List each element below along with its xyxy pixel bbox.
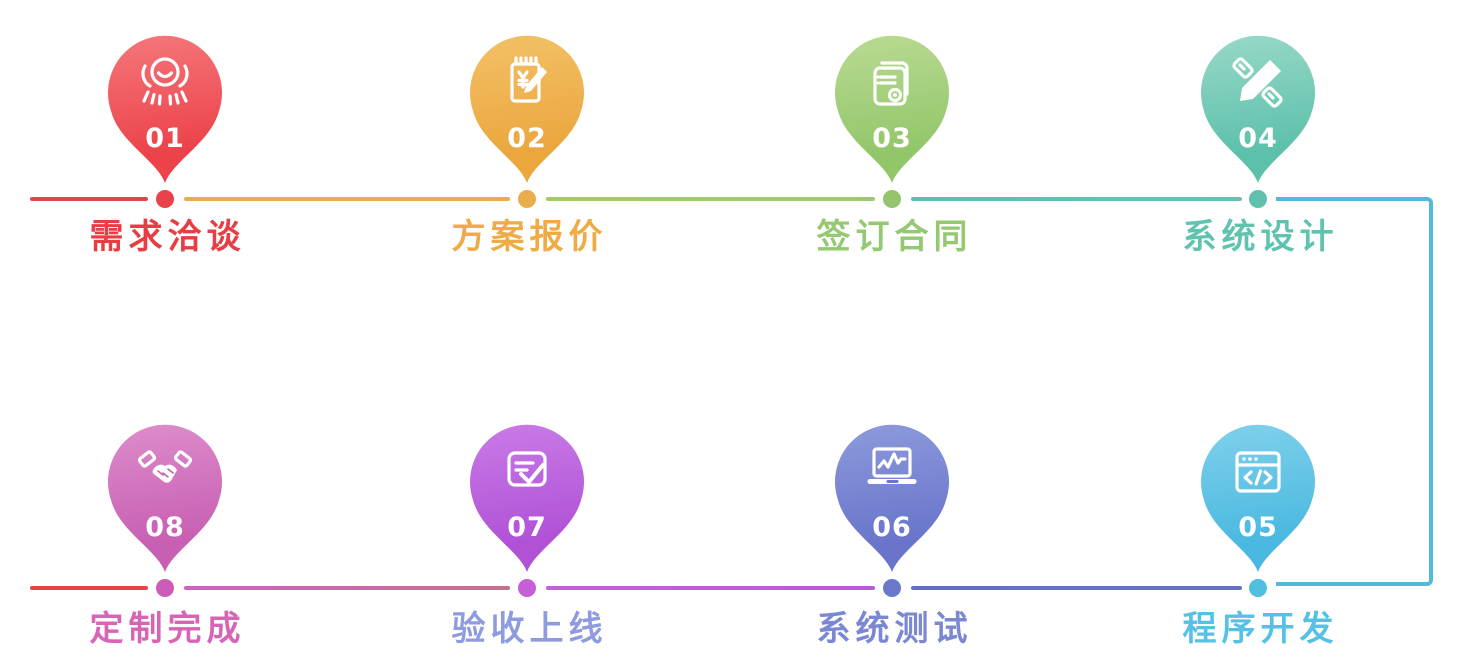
step-label: 定制完成 [89,609,246,649]
step-pin: 06 [833,422,951,572]
step-dot [156,579,174,597]
step-number: 01 [145,123,185,154]
step-label: 签订合同 [816,217,973,257]
process-step-03: 03 签订合同 [772,0,1012,672]
code-window-icon [1226,440,1290,504]
checklist-icon [495,440,559,504]
step-number: 03 [872,123,912,154]
step-dot [1249,190,1267,208]
step-dot [883,190,901,208]
step-label: 系统设计 [1182,217,1339,257]
step-pin: 01 [106,33,224,183]
consultation-icon [133,51,197,115]
step-pin: 07 [468,422,586,572]
step-number: 08 [145,512,185,543]
design-tools-icon [1226,51,1290,115]
step-label: 系统测试 [816,609,973,649]
process-step-08: 08 定制完成 [45,0,285,672]
step-number: 05 [1238,512,1278,543]
flow-line-segment [184,586,510,590]
step-number: 07 [507,512,547,543]
flow-line-segment [546,197,875,201]
contract-icon [860,51,924,115]
process-step-06: 06 系统测试 [772,0,1012,672]
step-label: 验收上线 [451,609,608,649]
step-number: 04 [1238,123,1278,154]
step-label: 方案报价 [451,217,608,257]
step-pin: 03 [833,33,951,183]
step-number: 06 [872,512,912,543]
step-dot [156,190,174,208]
step-number: 02 [507,123,547,154]
flow-connector-right [1276,197,1433,586]
step-dot [883,579,901,597]
flow-line-segment [546,586,875,590]
step-pin: 08 [106,422,224,572]
step-label: 程序开发 [1182,609,1339,649]
process-step-04: 04 系统设计 [1138,0,1378,672]
step-dot [518,190,536,208]
flow-line-segment [30,197,148,201]
step-pin: 02 [468,33,586,183]
step-dot [1249,579,1267,597]
step-dot [518,579,536,597]
flow-line-segment [30,586,148,590]
quotation-notepad-icon [495,51,559,115]
flow-line-segment [184,197,510,201]
step-label: 需求洽谈 [89,217,246,257]
process-step-07: 07 验收上线 [407,0,647,672]
step-pin: 05 [1199,422,1317,572]
handshake-icon [133,440,197,504]
step-pin: 04 [1199,33,1317,183]
process-step-02: 02 方案报价 [407,0,647,672]
process-step-05: 05 程序开发 [1138,0,1378,672]
flow-line-segment [911,197,1242,201]
testing-laptop-icon [860,440,924,504]
flow-line-segment [911,586,1242,590]
process-step-01: 01 需求洽谈 [45,0,285,672]
